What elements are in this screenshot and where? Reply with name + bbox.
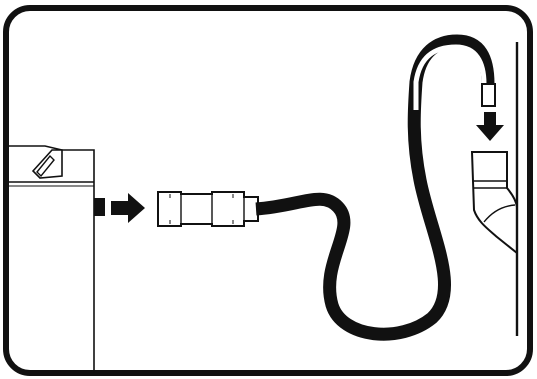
hose-outer bbox=[255, 34, 495, 341]
hose bbox=[255, 34, 495, 341]
outlet-stub bbox=[94, 198, 105, 216]
appliance bbox=[9, 145, 105, 373]
frame-border bbox=[3, 5, 533, 376]
control-knob-icon bbox=[31, 149, 63, 179]
hose-end-fitting bbox=[481, 83, 496, 107]
hose-guide-highlight bbox=[413, 44, 487, 110]
arrow-down-icon bbox=[476, 112, 504, 141]
connector bbox=[157, 191, 259, 227]
arrow-right-icon bbox=[111, 193, 145, 223]
wall-drain-elbow bbox=[470, 151, 518, 256]
